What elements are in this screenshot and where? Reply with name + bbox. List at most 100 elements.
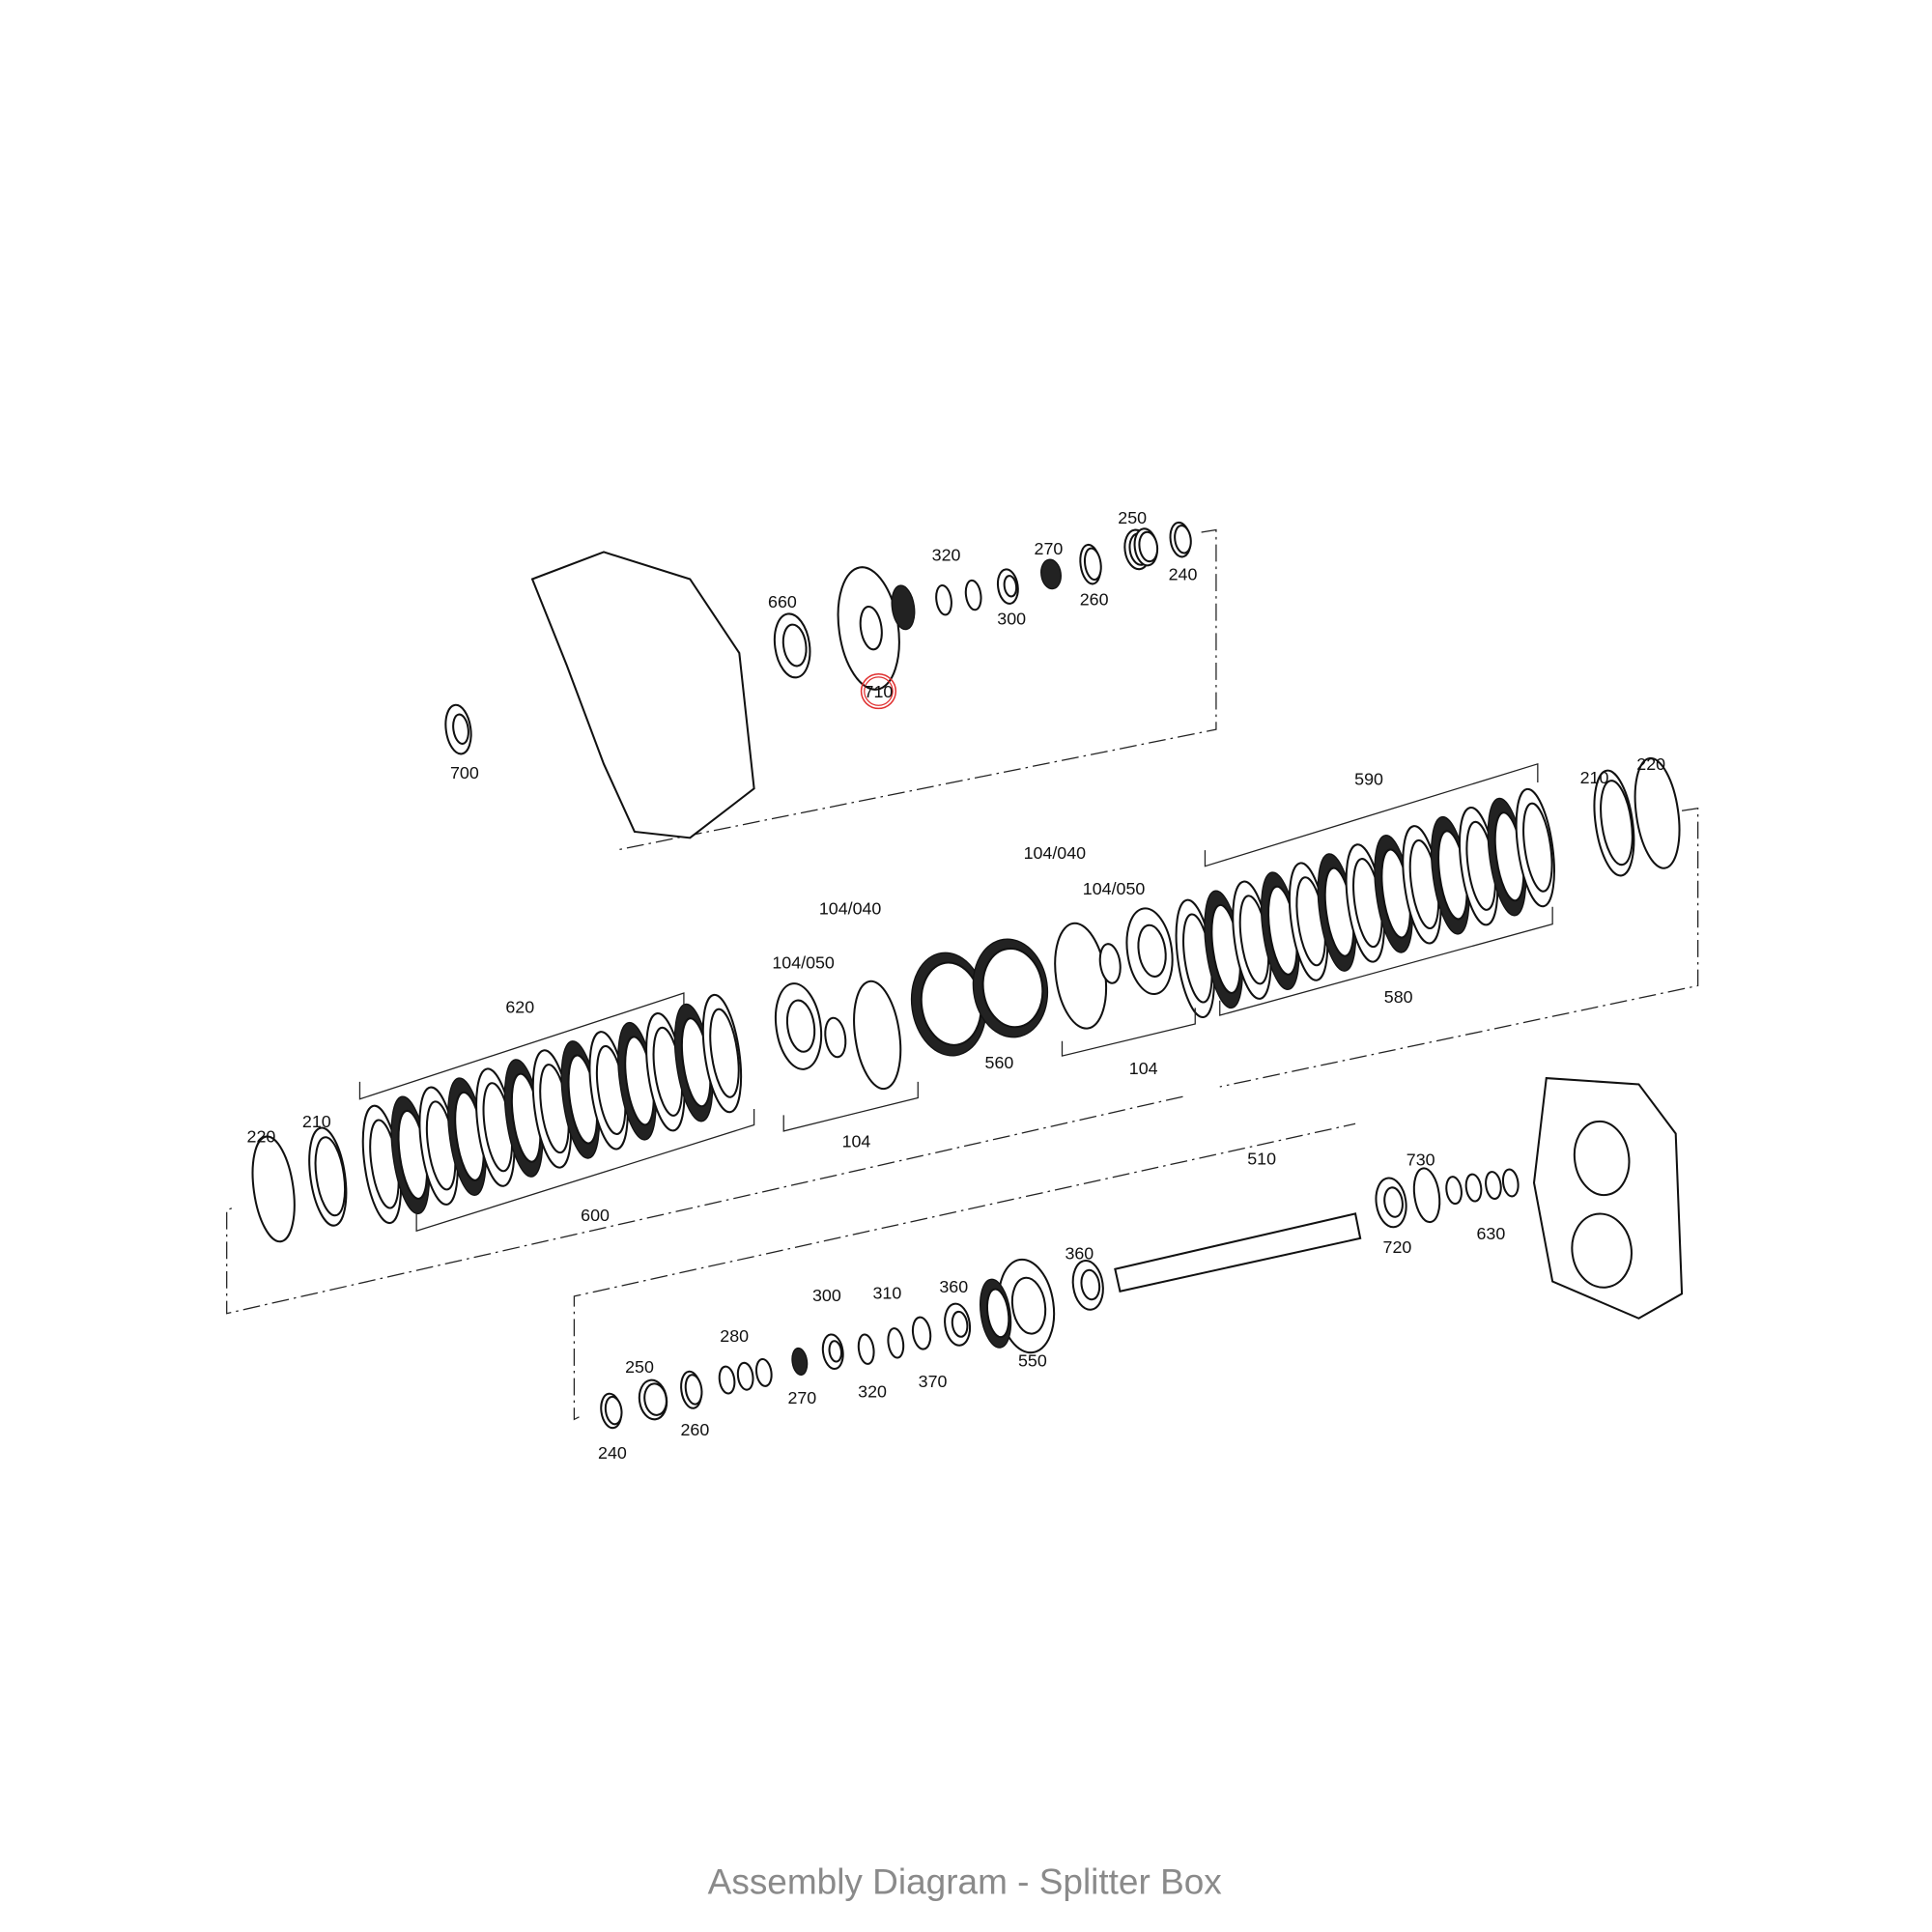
part-label-360[interactable]: 360 xyxy=(1065,1244,1094,1264)
spring-250b-bore xyxy=(643,1382,668,1416)
part-label-710[interactable]: 710 xyxy=(865,682,894,701)
bearing-360-bore xyxy=(1080,1268,1101,1301)
part-label-310[interactable]: 310 xyxy=(872,1283,901,1302)
diagram-caption: Assembly Diagram - Splitter Box xyxy=(708,1861,1223,1901)
part-label-700[interactable]: 700 xyxy=(450,763,479,782)
part-label-240[interactable]: 240 xyxy=(1169,565,1198,584)
housing-left xyxy=(530,551,755,839)
bearing-720-bore xyxy=(1383,1186,1404,1218)
clutch-disc-620-bore xyxy=(709,1008,740,1098)
ring-730 xyxy=(1412,1167,1441,1224)
bracket-580 xyxy=(1219,906,1553,1016)
bracket-104-left xyxy=(782,1081,919,1132)
part-label-270[interactable]: 270 xyxy=(787,1388,816,1407)
needle-270 xyxy=(791,1347,809,1377)
ring-220-right xyxy=(1634,756,1681,869)
ring-280 xyxy=(736,1361,754,1391)
drum-560b-bore xyxy=(981,947,1044,1029)
part-label-300[interactable]: 300 xyxy=(997,610,1026,629)
part-label-240[interactable]: 240 xyxy=(598,1443,627,1463)
shaft-510 xyxy=(1114,1212,1362,1293)
part-label-590[interactable]: 590 xyxy=(1354,770,1383,789)
gear-710-pinion xyxy=(891,584,916,631)
part-label-600[interactable]: 600 xyxy=(581,1206,610,1225)
gear-710-bore xyxy=(859,605,883,651)
disc-210-left-bore xyxy=(314,1136,347,1217)
o-ring-630 xyxy=(1445,1176,1463,1206)
bracket-620 xyxy=(358,992,685,1100)
part-label-300[interactable]: 300 xyxy=(812,1286,841,1305)
ring-104-050-right xyxy=(1098,943,1122,984)
ring-240b-bore xyxy=(604,1395,623,1426)
o-ring-630 xyxy=(1485,1171,1502,1200)
selected-part-highlight-inner xyxy=(864,676,894,706)
labels-layer: 700 660 710 320 300 270 260 250 240 220 … xyxy=(247,508,1666,1463)
part-label-270[interactable]: 270 xyxy=(1035,539,1064,558)
seal-700-bore xyxy=(452,713,469,745)
part-label-560[interactable]: 560 xyxy=(985,1053,1014,1072)
part-label-320[interactable]: 320 xyxy=(858,1381,887,1401)
bearing-300-bore xyxy=(1003,575,1018,598)
part-label-250[interactable]: 250 xyxy=(1118,508,1147,527)
ring-104-050-left xyxy=(824,1016,847,1059)
part-label-104-050[interactable]: 104/050 xyxy=(772,953,835,973)
bearing-300b-bore xyxy=(828,1340,843,1363)
needle-bearing-270 xyxy=(1040,558,1062,590)
o-ring-630 xyxy=(1464,1173,1483,1203)
ring-370 xyxy=(911,1316,932,1350)
ring-260b-bore xyxy=(684,1374,703,1406)
snap-ring-320a xyxy=(935,583,952,616)
spring-250b-bore xyxy=(1138,530,1159,563)
part-label-620[interactable]: 620 xyxy=(505,997,534,1016)
part-label-720[interactable]: 720 xyxy=(1383,1237,1412,1257)
part-label-580[interactable]: 580 xyxy=(1384,987,1413,1007)
part-label-210[interactable]: 210 xyxy=(1580,768,1609,787)
ring-104-040-left xyxy=(853,980,902,1091)
part-label-250[interactable]: 250 xyxy=(625,1357,654,1377)
part-label-550[interactable]: 550 xyxy=(1018,1351,1047,1371)
ring-240-bore xyxy=(1174,525,1192,554)
part-label-260[interactable]: 260 xyxy=(680,1420,709,1439)
part-label-630[interactable]: 630 xyxy=(1476,1224,1505,1243)
part-label-104[interactable]: 104 xyxy=(1129,1059,1158,1078)
gear-550-bore xyxy=(1010,1276,1047,1335)
ring-320 xyxy=(857,1333,875,1365)
ring-280 xyxy=(754,1357,773,1387)
part-label-220[interactable]: 220 xyxy=(1636,754,1665,774)
part-label-510[interactable]: 510 xyxy=(1247,1149,1276,1168)
clutch-disc-580-bore xyxy=(1522,802,1553,893)
dash-dot-frames xyxy=(226,528,1699,1421)
part-label-730[interactable]: 730 xyxy=(1406,1151,1435,1170)
bearing-104-left-bore xyxy=(785,999,816,1053)
part-label-104-040[interactable]: 104/040 xyxy=(819,898,882,918)
ring-220-left xyxy=(251,1135,296,1243)
part-label-370[interactable]: 370 xyxy=(919,1372,948,1391)
hub-550-bore xyxy=(985,1288,1010,1339)
bearing-104-right-bore xyxy=(1137,923,1167,978)
ring-280 xyxy=(718,1365,736,1395)
bearing-360b-bore xyxy=(951,1310,969,1338)
snap-ring-320b xyxy=(964,579,982,611)
bracket-590 xyxy=(1204,762,1539,867)
disc-210-right-bore xyxy=(1600,780,1634,867)
parts-layer xyxy=(251,521,1684,1430)
part-label-104-050[interactable]: 104/050 xyxy=(1083,879,1146,898)
o-ring-630 xyxy=(1501,1168,1520,1198)
part-label-280[interactable]: 280 xyxy=(720,1326,749,1346)
ring-260-bore xyxy=(1083,547,1102,582)
part-label-360[interactable]: 360 xyxy=(939,1277,968,1296)
part-label-260[interactable]: 260 xyxy=(1080,589,1109,609)
part-label-104[interactable]: 104 xyxy=(842,1132,871,1151)
part-label-220[interactable]: 220 xyxy=(247,1126,276,1146)
bracket-104-right xyxy=(1061,1008,1196,1057)
housing-bore-2 xyxy=(1571,1212,1633,1289)
bearing-660-bore xyxy=(781,623,808,668)
part-label-660[interactable]: 660 xyxy=(768,592,797,611)
part-label-210[interactable]: 210 xyxy=(302,1112,331,1131)
part-label-104-040[interactable]: 104/040 xyxy=(1024,843,1087,863)
part-label-320[interactable]: 320 xyxy=(932,545,961,564)
housing-right xyxy=(1532,1076,1684,1320)
ring-310 xyxy=(887,1327,905,1359)
